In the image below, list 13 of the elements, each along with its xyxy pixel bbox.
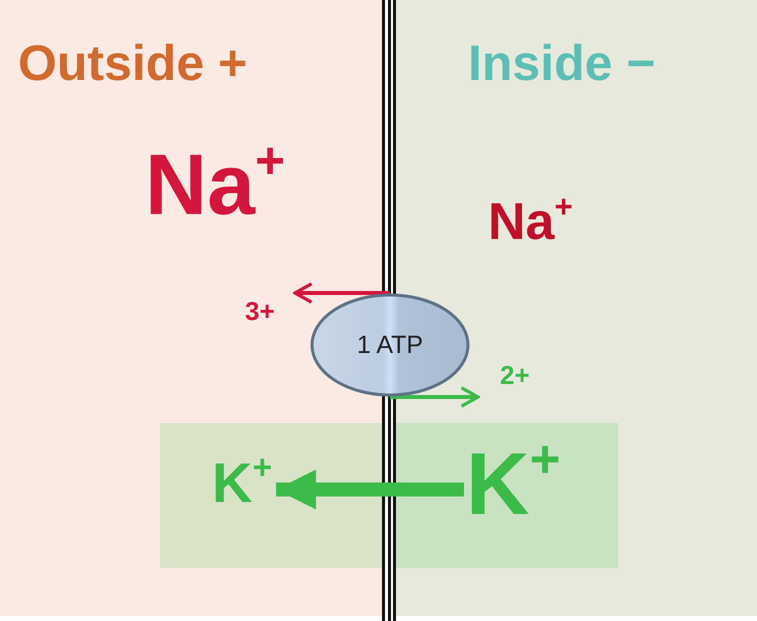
- ion-label: K$^{+}$: [466, 440, 560, 528]
- ion-label: Na$^{+}$: [145, 142, 286, 228]
- edge-label: 2+: [500, 362, 530, 388]
- ion-label: K$^{+}$: [212, 455, 272, 511]
- panel-heading: Inside −: [468, 38, 656, 88]
- ion-label: Na$^{+}$: [488, 196, 573, 248]
- arrow: [390, 386, 480, 408]
- pump-label: 1 ATP: [356, 332, 424, 358]
- arrow: [276, 470, 464, 510]
- edge-label: 3+: [245, 298, 275, 324]
- panel-heading: Outside +: [18, 38, 248, 88]
- pump-ellipse: [310, 293, 470, 397]
- arrow: [293, 282, 390, 304]
